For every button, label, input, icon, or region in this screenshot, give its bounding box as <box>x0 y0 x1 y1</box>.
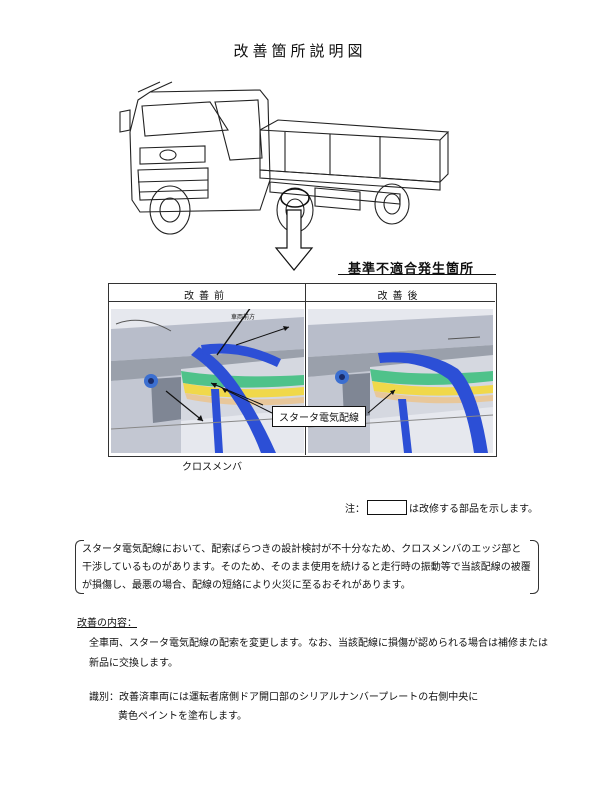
defect-location-label: 基準不適合発生箇所 <box>348 262 475 277</box>
comparison-panel <box>108 283 497 457</box>
fix-line: 全車両、スタータ電気配線の配索を変更します。なお、当該配線に損傷が認められる場合… <box>89 638 548 649</box>
description-bracket-right <box>530 540 539 594</box>
defect-label-underline <box>338 274 496 275</box>
description-line: スタータ電気配線において、配索ばらつきの設計検討が不十分なため、クロスメンバのエ… <box>82 544 522 555</box>
description-line: が損傷し、最悪の場合、配線の短絡により火災に至るおそれがあります。 <box>82 580 411 591</box>
fix-description: 全車両、スタータ電気配線の配索を変更します。なお、当該配線に損傷が認められる場合… <box>89 634 549 674</box>
vehicle-direction-label: 車両前方 <box>231 314 256 321</box>
starter-label-pointers <box>221 387 396 414</box>
note-prefix: 注： <box>345 504 365 515</box>
after-label: 改善後 <box>377 291 423 302</box>
starter-wire-label: スタータ電気配線 <box>272 406 366 427</box>
description-line: 干渉しているものがあります。そのため、そのまま使用を続けると走行時の振動等で当該… <box>82 562 531 573</box>
before-image <box>111 309 304 453</box>
fix-heading: 改善の内容： <box>77 618 137 629</box>
identification-line: 識別：改善済車両には運転者席側ドア開口部のシリアルナンバープレートの右側中央に <box>89 692 479 703</box>
panel-divider <box>305 283 306 455</box>
modified-part-legend-box <box>367 500 407 515</box>
page-title: 改善箇所説明図 <box>233 42 367 60</box>
cross-member-label: クロスメンバ <box>182 462 242 473</box>
note-suffix: は改修する部品を示します。 <box>409 504 538 515</box>
identification-line: 黄色ペイントを塗布します。 <box>118 711 247 722</box>
panel-header-divider <box>108 301 495 302</box>
fix-line: 新品に交換します。 <box>89 658 178 669</box>
defect-description: スタータ電気配線において、配索ばらつきの設計検討が不十分なため、クロスメンバのエ… <box>82 541 542 595</box>
legend-note: 注： は改修する部品を示します。 <box>345 500 538 515</box>
description-bracket-left <box>75 540 84 594</box>
before-label: 改善前 <box>184 291 229 302</box>
truck-illustration <box>119 81 450 271</box>
